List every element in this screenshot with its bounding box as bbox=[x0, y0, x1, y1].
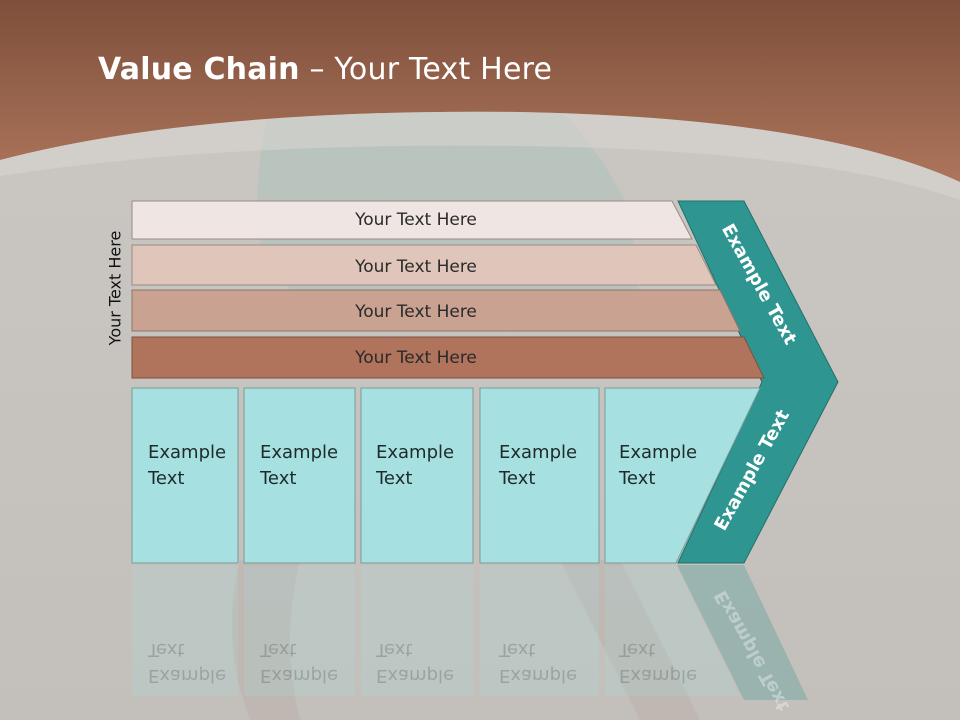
title-rest: – Your Text Here bbox=[299, 52, 553, 87]
column-3 bbox=[360, 387, 474, 564]
column-2 bbox=[243, 387, 356, 564]
column-1 bbox=[131, 387, 239, 564]
column-2-line1: Example bbox=[260, 442, 339, 463]
header-band bbox=[0, 0, 960, 182]
column-4 bbox=[479, 387, 600, 564]
column-4-line1: Example bbox=[499, 442, 578, 463]
bar-1 bbox=[131, 200, 693, 240]
column-5 bbox=[604, 387, 761, 564]
bar-3 bbox=[131, 289, 741, 332]
bar-3-label: Your Text Here bbox=[354, 302, 477, 322]
title-bold: Value Chain bbox=[98, 52, 300, 87]
bar-2 bbox=[131, 244, 717, 286]
column-1-line1: Example bbox=[148, 442, 227, 463]
column-reflections bbox=[132, 566, 740, 696]
column-3-line2: Text bbox=[376, 468, 413, 489]
header-swoosh bbox=[0, 111, 960, 200]
bar-4-label: Your Text Here bbox=[354, 348, 477, 368]
column-5-line1: Example bbox=[619, 442, 698, 463]
bar-4 bbox=[131, 336, 765, 379]
chevron-arrow bbox=[677, 200, 839, 564]
column-5-line2: Text bbox=[619, 468, 656, 489]
column-4-line2: Text bbox=[499, 468, 536, 489]
bar-1-label: Your Text Here bbox=[354, 210, 477, 230]
slide-title: Value Chain – Your Text Here bbox=[98, 52, 552, 87]
chevron-reflection bbox=[677, 565, 808, 700]
column-2-line2: Text bbox=[260, 468, 297, 489]
column-1-line2: Text bbox=[148, 468, 185, 489]
column-3-line1: Example bbox=[376, 442, 455, 463]
bar-2-label: Your Text Here bbox=[354, 257, 477, 277]
